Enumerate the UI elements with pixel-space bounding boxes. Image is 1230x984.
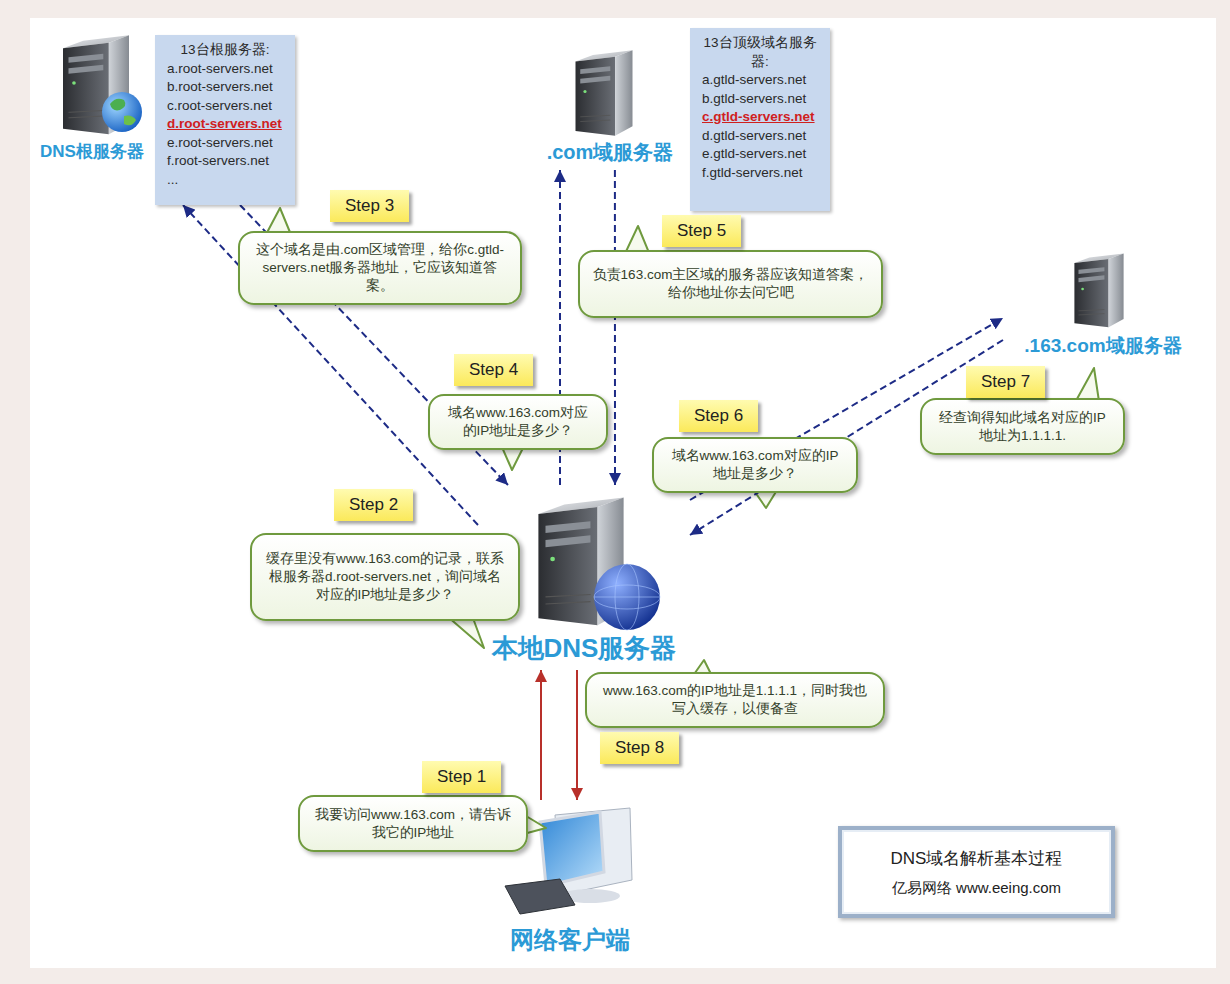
credit-text: 亿易网络 www.eeing.com — [892, 879, 1061, 898]
server-node: 本地DNS服务器 — [478, 485, 690, 670]
step-tag: Step 7 — [966, 366, 1045, 398]
globe-icon — [102, 92, 142, 132]
connector-arrow — [614, 170, 616, 485]
connector-arrow — [576, 670, 578, 800]
step-tag: Step 5 — [662, 215, 741, 247]
list-item: d.gtld-servers.net — [698, 127, 822, 146]
list-item: a.root-servers.net — [163, 60, 287, 79]
speech-bubble: Step 6域名www.163.com对应的IP地址是多少？ — [652, 437, 858, 493]
title-text: DNS域名解析基本过程 — [891, 847, 1063, 870]
step-tag: Step 2 — [334, 489, 413, 521]
globe-icon — [594, 564, 660, 630]
list-item: e.root-servers.net — [163, 134, 287, 153]
server-icon — [1074, 253, 1123, 327]
bubble-text: 缓存里没有www.163.com的记录，联系根服务器d.root-servers… — [264, 550, 506, 604]
server-list-box: 13台顶级域名服务器:a.gtld-servers.netb.gtld-serv… — [690, 28, 830, 211]
globe-grid — [594, 585, 660, 609]
monitor-screen — [540, 812, 604, 886]
step-tag: Step 6 — [679, 400, 758, 432]
server-label: .com域服务器 — [547, 141, 674, 164]
server-icon — [576, 50, 633, 136]
server-list-box: 13台根服务器:a.root-servers.netb.root-servers… — [155, 35, 295, 205]
list-item: c.root-servers.net — [163, 97, 287, 116]
server-label: 本地DNS服务器 — [492, 634, 677, 664]
title-box: DNS域名解析基本过程亿易网络 www.eeing.com — [838, 826, 1115, 918]
panel — [30, 18, 1216, 968]
list-item: f.root-servers.net — [163, 152, 287, 171]
speech-bubble: Step 1我要访问www.163.com，请告诉我它的IP地址 — [298, 795, 528, 852]
speech-bubble: Step 8www.163.com的IP地址是1.1.1.1，同时我也写入缓存，… — [585, 672, 885, 728]
step-tag: Step 4 — [454, 354, 533, 386]
server-label: 网络客户端 — [510, 926, 630, 954]
bubble-text: 域名www.163.com对应的IP地址是多少？ — [666, 447, 844, 483]
list-item: b.gtld-servers.net — [698, 90, 822, 109]
list-item: a.gtld-servers.net — [698, 71, 822, 90]
bubble-text: 这个域名是由.com区域管理，给你c.gtld-servers.net服务器地址… — [252, 241, 508, 295]
step-tag: Step 1 — [422, 761, 501, 793]
speech-bubble: Step 5负责163.com主区域的服务器应该知道答案，给你地址你去问它吧 — [578, 250, 883, 318]
speech-bubble: Step 2缓存里没有www.163.com的记录，联系根服务器d.root-s… — [250, 533, 520, 621]
step-tag: Step 8 — [600, 732, 679, 764]
list-item: d.root-servers.net — [163, 115, 287, 134]
bubble-text: 经查询得知此域名对应的IP地址为1.1.1.1. — [934, 409, 1111, 445]
server-node: .163.com域服务器 — [1003, 245, 1203, 363]
speech-bubble: Step 4域名www.163.com对应的IP地址是多少？ — [428, 394, 608, 450]
list-item: c.gtld-servers.net — [698, 108, 822, 127]
server-node: DNS根服务器 — [28, 28, 156, 168]
step-tag: Step 3 — [330, 190, 409, 222]
globe-land — [124, 116, 136, 126]
server-label: DNS根服务器 — [40, 142, 144, 162]
list-heading: 13台根服务器: — [163, 41, 287, 60]
list-item: b.root-servers.net — [163, 78, 287, 97]
server-label: .163.com域服务器 — [1024, 335, 1181, 357]
list-item: e.gtld-servers.net — [698, 145, 822, 164]
server-node: .com域服务器 — [528, 40, 692, 170]
list-item: f.gtld-servers.net — [698, 164, 822, 183]
globe-grid — [594, 597, 660, 598]
speech-bubble: Step 3这个域名是由.com区域管理，给你c.gtld-servers.ne… — [238, 231, 522, 305]
speech-bubble: Step 7经查询得知此域名对应的IP地址为1.1.1.1. — [920, 398, 1125, 455]
globe-land — [110, 99, 125, 111]
bubble-text: 负责163.com主区域的服务器应该知道答案，给你地址你去问它吧 — [592, 266, 869, 302]
bubble-text: www.163.com的IP地址是1.1.1.1，同时我也写入缓存，以便备查 — [599, 682, 871, 718]
list-heading: 13台顶级域名服务器: — [698, 34, 822, 71]
bubble-text: 我要访问www.163.com，请告诉我它的IP地址 — [312, 806, 514, 842]
bubble-text: 域名www.163.com对应的IP地址是多少？ — [442, 404, 594, 440]
list-item: ... — [163, 171, 287, 190]
connector-arrow — [540, 670, 542, 800]
server-node: 网络客户端 — [490, 800, 650, 960]
keyboard — [505, 879, 575, 914]
